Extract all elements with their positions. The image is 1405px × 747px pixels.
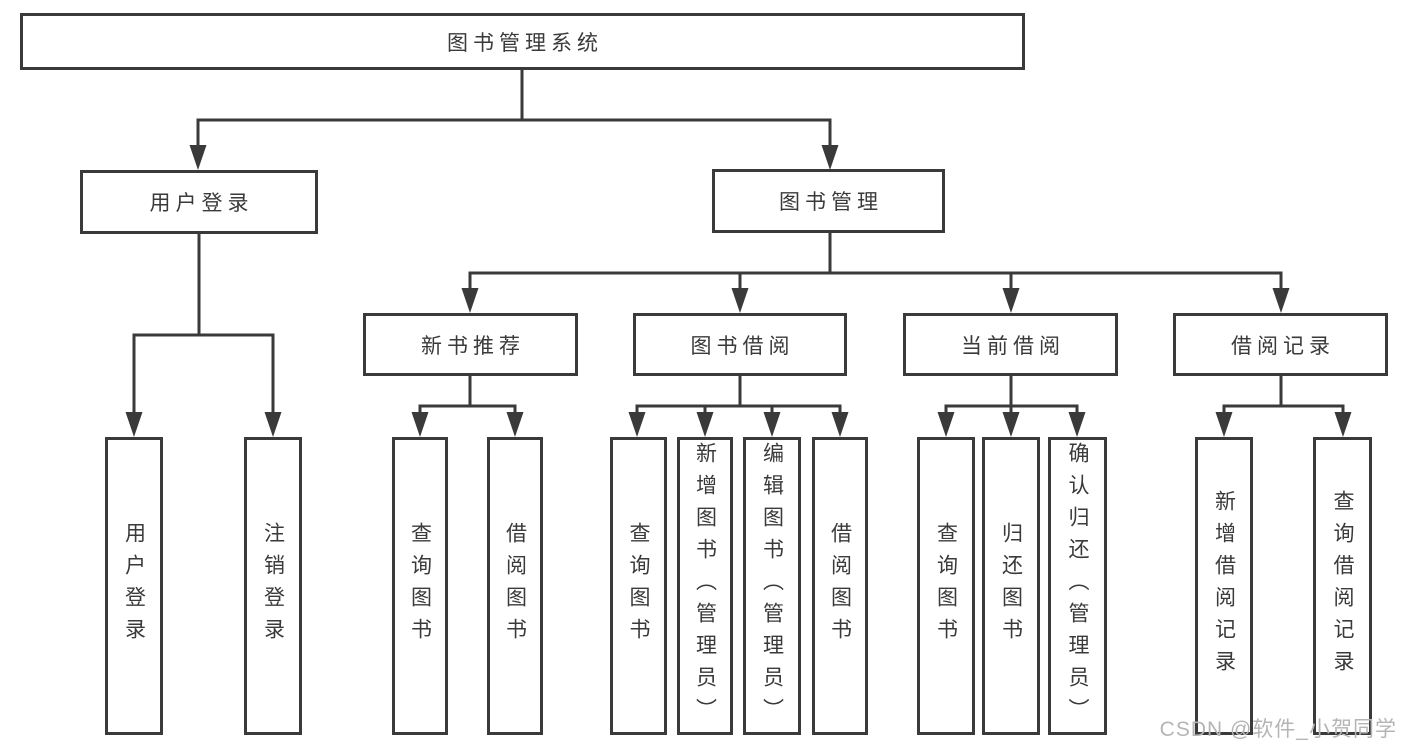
leaf-current-query-books-label: 查询图书 (934, 522, 958, 650)
node-root-label: 图书管理系统 (447, 31, 603, 55)
arrow-down-icon (831, 412, 849, 437)
node-current-borrow: 当前借阅 (903, 313, 1118, 376)
node-user-login: 用户登录 (80, 170, 318, 234)
node-book-borrow: 图书借阅 (633, 313, 847, 376)
node-book-management: 图书管理 (712, 169, 945, 233)
connector-bookmgmt-to-level3 (468, 232, 1283, 292)
leaf-edit-books-admin: 编辑图书（管理员） (743, 437, 801, 735)
node-user-login-label: 用户登录 (149, 192, 254, 215)
connector-newbook-to-children (418, 375, 517, 416)
arrow-down-icon (461, 288, 479, 313)
leaf-add-books-admin: 新增图书（管理员） (677, 437, 733, 735)
arrow-down-icon (1334, 412, 1352, 437)
arrow-down-icon (1215, 412, 1233, 437)
arrow-down-icon (731, 288, 749, 313)
leaf-add-borrow-record: 新增借阅记录 (1195, 437, 1253, 735)
leaf-borrow-query-books-label: 查询图书 (627, 522, 650, 650)
leaf-add-borrow-record-label: 新增借阅记录 (1212, 490, 1236, 682)
leaf-edit-books-admin-label: 编辑图书（管理员） (760, 442, 784, 730)
arrow-down-icon (937, 412, 955, 437)
arrow-down-icon (696, 412, 714, 437)
node-root: 图书管理系统 (20, 13, 1025, 70)
arrow-down-icon (411, 412, 429, 437)
leaf-confirm-return-admin-label: 确认归还（管理员） (1066, 442, 1089, 730)
leaf-logout-label: 注销登录 (261, 522, 285, 650)
connector-root-to-level2 (196, 70, 832, 150)
connector-userlogin-to-children (132, 233, 275, 416)
csdn-watermark: CSDN @软件_小贺同学 (1159, 718, 1397, 741)
leaf-borrow-query-books: 查询图书 (610, 437, 667, 735)
connector-borrowrecords-to-children (1222, 375, 1345, 416)
node-borrow-records: 借阅记录 (1173, 313, 1388, 376)
leaf-return-books-label: 归还图书 (999, 522, 1023, 650)
leaf-query-borrow-record-label: 查询借阅记录 (1331, 490, 1354, 682)
leaf-recommend-borrow-books-label: 借阅图书 (503, 522, 527, 650)
leaf-recommend-borrow-books: 借阅图书 (487, 437, 543, 735)
leaf-return-books: 归还图书 (982, 437, 1040, 735)
leaf-current-query-books: 查询图书 (917, 437, 975, 735)
connector-currentborrow-to-children (944, 375, 1079, 416)
leaf-borrow-books-label: 借阅图书 (828, 522, 852, 650)
node-book-management-label: 图书管理 (779, 191, 883, 214)
arrow-down-icon (763, 412, 781, 437)
leaf-add-books-admin-label: 新增图书（管理员） (693, 442, 717, 730)
arrow-down-icon (125, 412, 143, 437)
node-borrow-records-label: 借阅记录 (1231, 334, 1335, 358)
arrow-down-icon (1002, 412, 1020, 437)
leaf-user-login: 用户登录 (105, 437, 163, 735)
leaf-user-login-label: 用户登录 (122, 522, 146, 650)
leaf-borrow-books: 借阅图书 (812, 437, 868, 735)
arrow-down-icon (1068, 412, 1086, 437)
node-book-borrow-label: 图书借阅 (690, 334, 795, 358)
leaf-recommend-query-books-label: 查询图书 (408, 522, 432, 650)
connector-bookborrow-to-children (635, 375, 842, 416)
leaf-logout: 注销登录 (244, 437, 302, 735)
arrow-down-icon (264, 412, 282, 437)
arrow-down-icon (189, 145, 207, 170)
arrow-down-icon (628, 412, 646, 437)
leaf-query-borrow-record: 查询借阅记录 (1313, 437, 1372, 735)
node-new-book-recommend-label: 新书推荐 (421, 334, 525, 358)
arrow-down-icon (1002, 288, 1020, 313)
node-new-book-recommend: 新书推荐 (363, 313, 578, 376)
arrow-down-icon (506, 412, 524, 437)
node-current-borrow-label: 当前借阅 (961, 334, 1065, 358)
leaf-confirm-return-admin: 确认归还（管理员） (1048, 437, 1107, 735)
arrow-down-icon (1272, 288, 1290, 313)
arrow-down-icon (821, 145, 839, 170)
leaf-recommend-query-books: 查询图书 (392, 437, 448, 735)
